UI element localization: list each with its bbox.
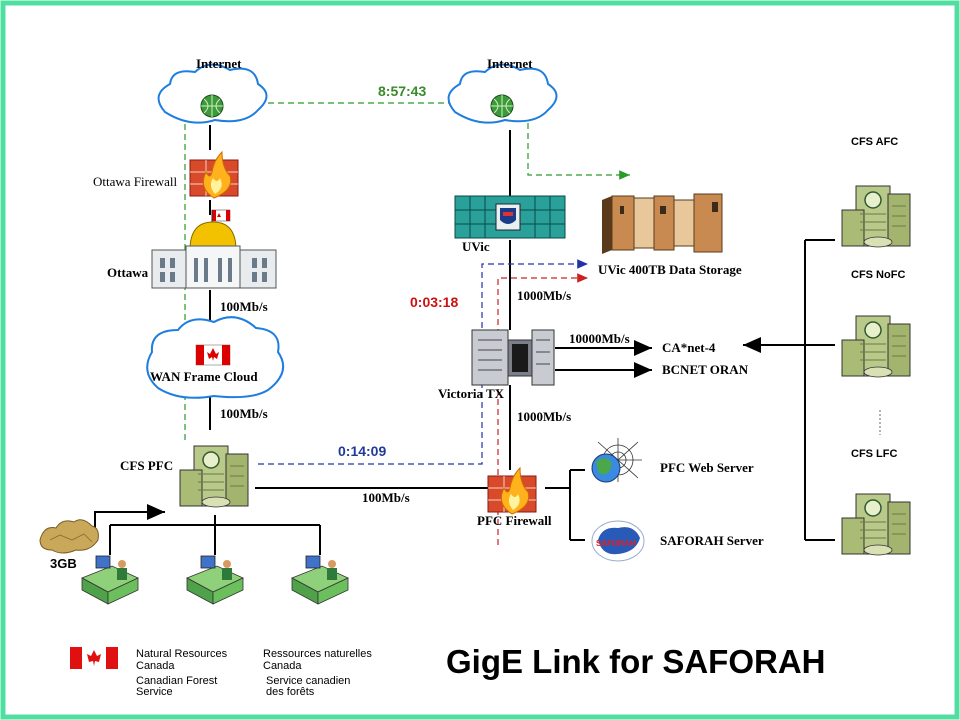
link-tx-firewall-label: 1000Mb/s [517, 409, 571, 424]
time-blue-route: 0:14:09 [338, 443, 386, 459]
canada-map-icon [39, 519, 99, 554]
web-server-globe-icon [591, 438, 642, 483]
internet-right-cloud-icon [447, 63, 558, 124]
cfs-afc-label: CFS AFC [851, 136, 898, 148]
footer-fr-line1: Ressources naturelles [263, 648, 372, 660]
time-via-internet: 8:57:43 [378, 83, 426, 99]
cfs-nofc-building-icon [841, 315, 911, 378]
workstation-icon [81, 555, 139, 605]
link-wan-pfc-label: 100Mb/s [220, 406, 268, 421]
cfs-afc-building-icon [841, 185, 911, 248]
workstation-icon [186, 555, 244, 605]
cfs-pfc-label: CFS PFC [120, 458, 173, 473]
footer-en-line4: Service [136, 686, 173, 698]
footer-fr-line3: Service canadien [266, 675, 350, 687]
storage-rack-icon [602, 193, 723, 254]
internet-left-cloud-icon [157, 63, 268, 124]
cfs-nofc-label: CFS NoFC [851, 269, 905, 281]
cfs-pfc-building-icon [179, 445, 249, 508]
saforah-logo-text: SAFORAH [596, 539, 636, 548]
footer-fr-line4: des forêts [266, 686, 315, 698]
pfc-firewall-icon [487, 466, 537, 515]
ottawa-label: Ottawa [107, 265, 149, 280]
canet4-label: CA*net-4 [662, 340, 716, 355]
ottawa-building-icon [151, 209, 277, 289]
saforah-server-logo-icon: SAFORAH [591, 520, 645, 562]
slide-title: GigE Link for SAFORAH [446, 643, 826, 680]
cfs-lfc-building-icon [841, 493, 911, 556]
cfs-lfc-label: CFS LFC [851, 448, 897, 460]
internet-right-label: Internet [487, 56, 533, 71]
uvic-label: UVic [462, 239, 490, 254]
bcnet-label: BCNET ORAN [662, 362, 749, 377]
canada-flag-icon [70, 647, 118, 669]
data-size-label: 3GB [50, 556, 77, 571]
victoria-tx-switch-icon [471, 329, 555, 386]
uvic-building-icon [454, 195, 566, 239]
link-ottawa-wan-label: 100Mb/s [220, 299, 268, 314]
link-uvic-tx-label: 1000Mb/s [517, 288, 571, 303]
uvic-storage-label: UVic 400TB Data Storage [598, 262, 742, 277]
pfc-web-server-label: PFC Web Server [660, 460, 754, 475]
link-tx-canet-label: 10000Mb/s [569, 331, 630, 346]
internet-left-label: Internet [196, 56, 242, 71]
network-links [94, 125, 835, 555]
wan-frame-cloud-icon [146, 316, 285, 399]
link-pfc-firewall-label: 100Mb/s [362, 490, 410, 505]
footer-en-line2: Canada [136, 660, 175, 672]
footer-en-line3: Canadian Forest [136, 675, 217, 687]
wan-cloud-label: WAN Frame Cloud [150, 369, 258, 384]
pfc-firewall-label: PFC Firewall [477, 513, 552, 528]
time-red-route: 0:03:18 [410, 294, 458, 310]
footer-fr-line2: Canada [263, 660, 302, 672]
saforah-server-label: SAFORAH Server [660, 533, 764, 548]
workstation-icon [291, 555, 349, 605]
footer-en-line1: Natural Resources [136, 648, 228, 660]
ottawa-firewall-label: Ottawa Firewall [93, 174, 178, 189]
ottawa-firewall-icon [189, 150, 239, 199]
victoria-tx-label: Victoria TX [438, 386, 505, 401]
